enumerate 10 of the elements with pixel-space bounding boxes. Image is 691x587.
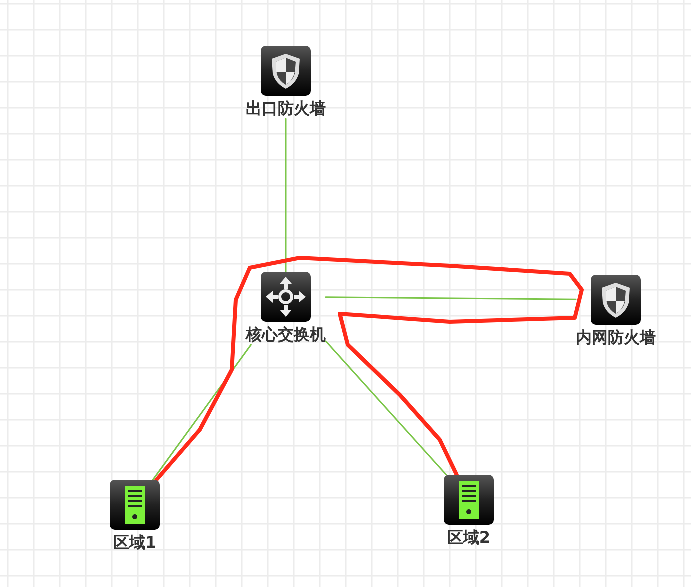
node-label: 出口防火墙 — [246, 99, 326, 119]
connector-line — [325, 340, 448, 476]
node-label: 区域1 — [113, 533, 157, 553]
node-label: 区域2 — [447, 528, 491, 548]
connector-line — [325, 296, 577, 300]
connector-line — [285, 118, 287, 273]
connector-line — [152, 344, 252, 481]
node-label: 核心交换机 — [246, 325, 326, 345]
node-label: 内网防火墙 — [576, 328, 656, 348]
hand-drawn-line — [154, 256, 584, 482]
